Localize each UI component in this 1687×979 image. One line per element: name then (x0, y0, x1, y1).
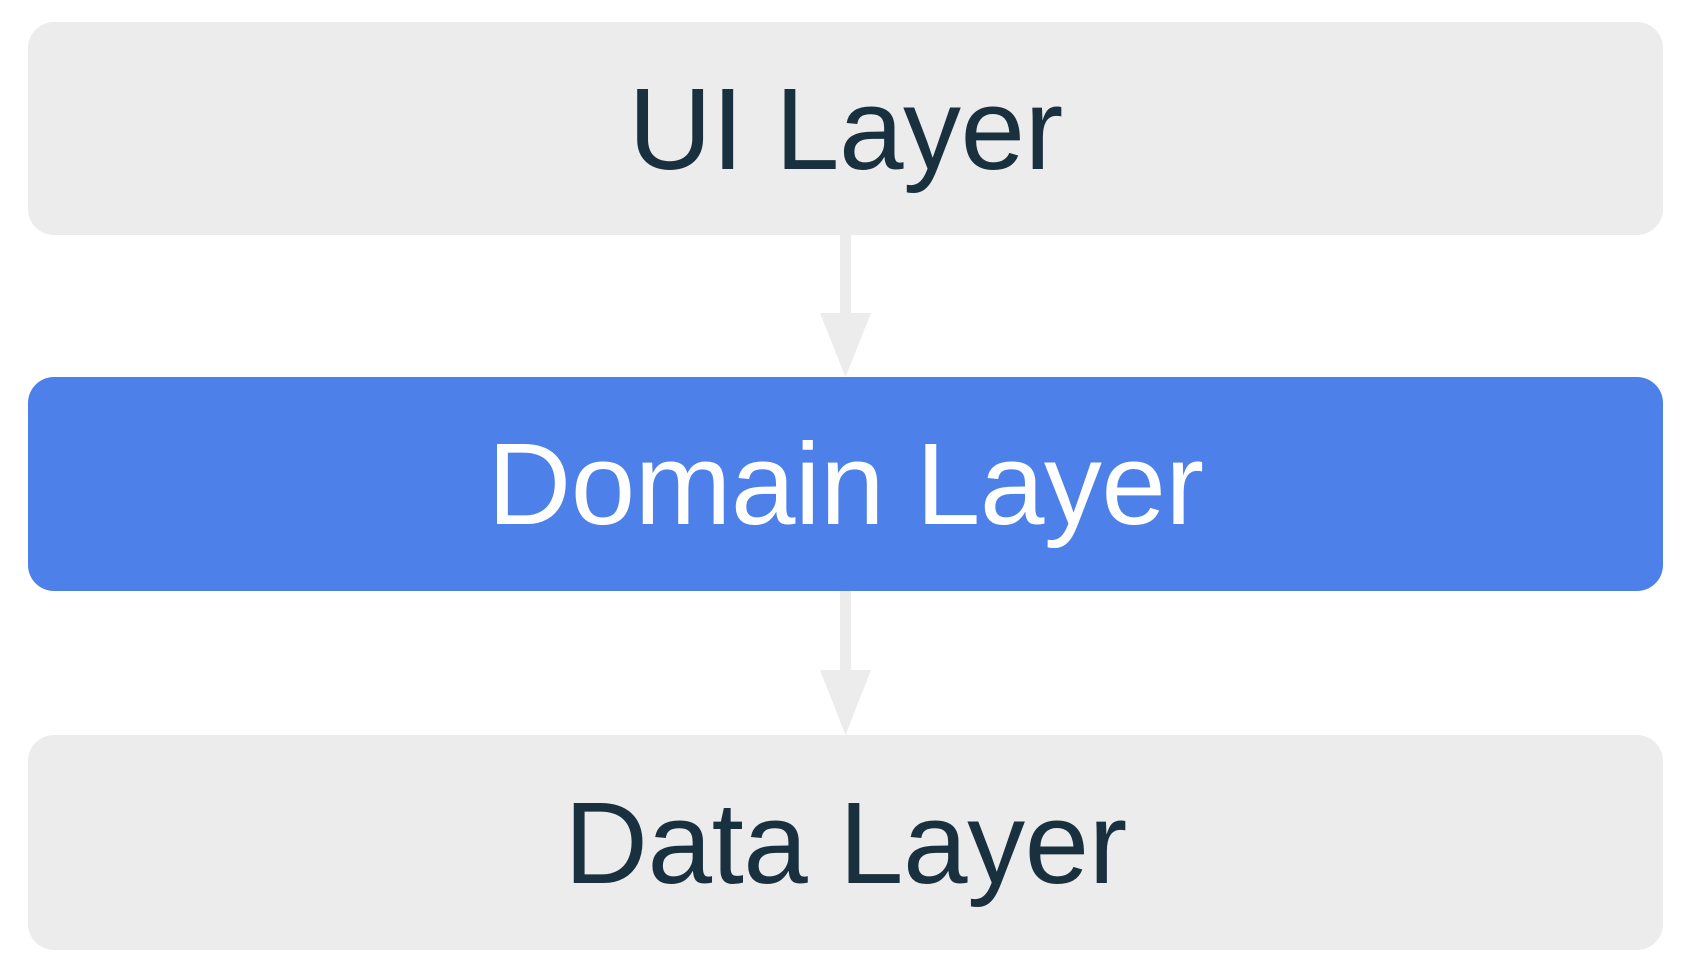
node-data-layer[interactable]: Data Layer (28, 735, 1663, 950)
arrow-head-icon (820, 313, 871, 377)
node-ui-layer-label: UI Layer (628, 63, 1063, 194)
node-domain-layer-label: Domain Layer (487, 419, 1204, 549)
node-ui-layer[interactable]: UI Layer (28, 22, 1663, 235)
node-domain-layer[interactable]: Domain Layer (28, 377, 1663, 591)
arrow-stem (840, 591, 851, 671)
arrow-stem (840, 235, 851, 314)
node-data-layer-label: Data Layer (564, 777, 1127, 908)
arrow-head-icon (820, 670, 871, 735)
